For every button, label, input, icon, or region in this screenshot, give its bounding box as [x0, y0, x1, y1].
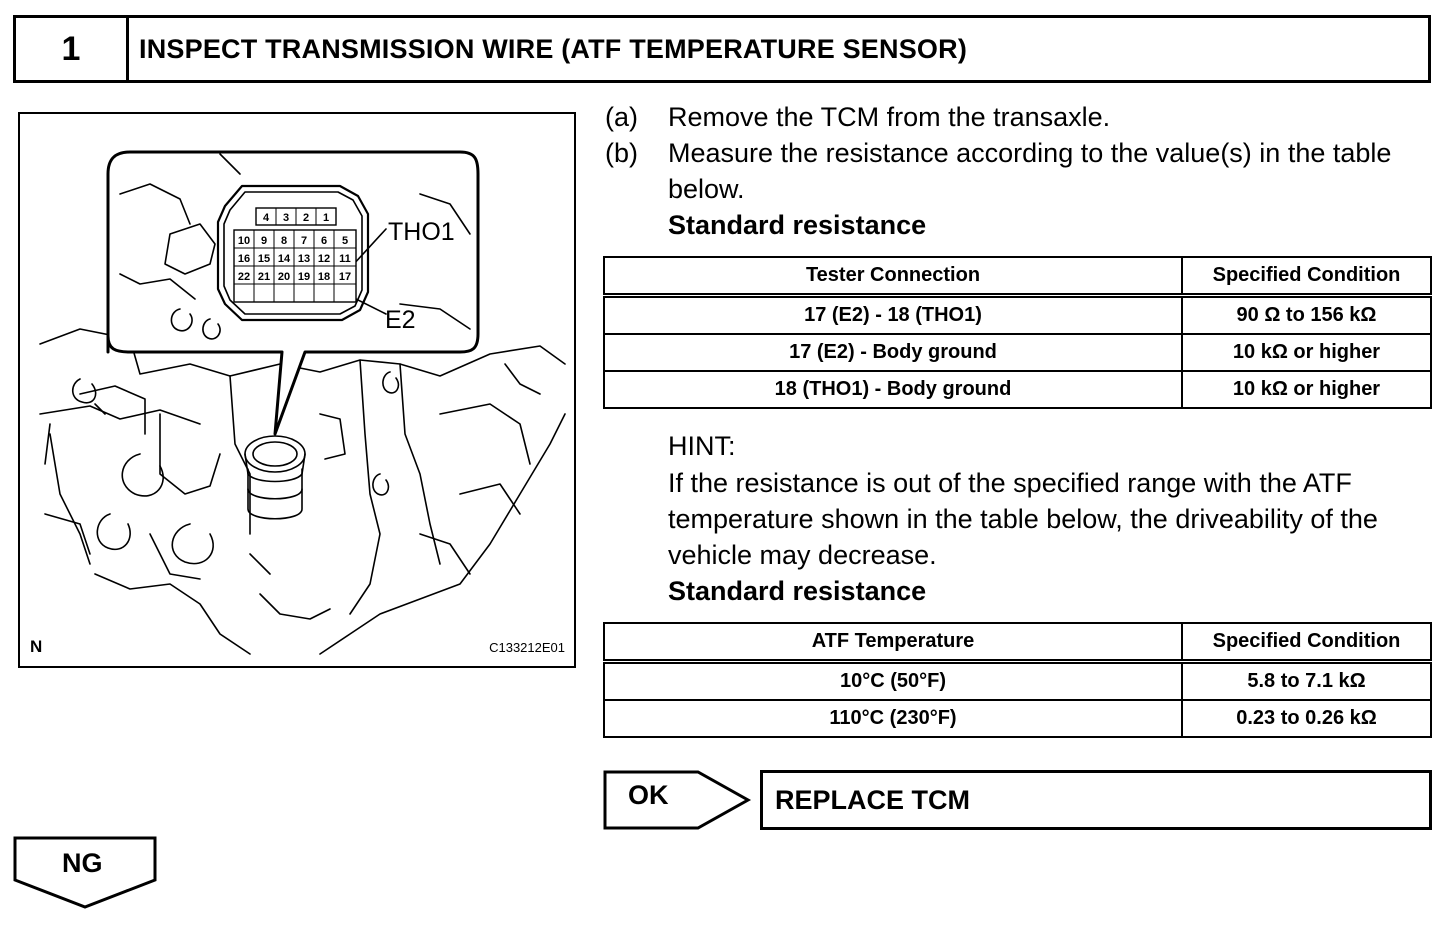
- step-number: 1: [16, 18, 129, 80]
- pin-19: 19: [298, 271, 310, 283]
- step-title: INSPECT TRANSMISSION WIRE (ATF TEMPERATU…: [139, 33, 968, 64]
- table-header: Specified Condition: [1181, 622, 1432, 664]
- table-header-row: ATF Temperature Specified Condition: [603, 622, 1432, 664]
- table-cell: 10 kΩ or higher: [1181, 370, 1432, 409]
- ok-arrow-icon: [603, 770, 752, 830]
- table-cell: 17 (E2) - Body ground: [603, 333, 1183, 372]
- transaxle-drawing: 4 3 2 1 10 9 8 7 6 5 16 15 14: [39, 150, 566, 655]
- pin-12: 12: [318, 253, 330, 265]
- pin-2: 2: [303, 212, 309, 224]
- table-header: ATF Temperature: [603, 622, 1183, 664]
- pin-16: 16: [238, 253, 250, 265]
- table-cell: 17 (E2) - 18 (THO1): [603, 294, 1183, 335]
- table-row: 17 (E2) - 18 (THO1) 90 Ω to 156 kΩ: [603, 294, 1432, 335]
- label-tho1: THO1: [388, 218, 455, 246]
- pin-4: 4: [263, 212, 270, 224]
- pin-9: 9: [261, 235, 267, 247]
- ok-label: OK: [628, 780, 669, 810]
- step-b-letter: (b): [605, 138, 638, 168]
- step-b-text: Measure the resistance according to the …: [668, 138, 1392, 204]
- hint-label: HINT:: [668, 431, 736, 461]
- step-a-text: Remove the TCM from the transaxle.: [668, 102, 1111, 132]
- pin-13: 13: [298, 253, 310, 265]
- pin-15: 15: [258, 253, 270, 265]
- table-header: Specified Condition: [1181, 256, 1432, 298]
- resistance-table: Tester Connection Specified Condition 17…: [603, 256, 1432, 409]
- ng-arrow-icon: [13, 836, 157, 909]
- table-cell: 0.23 to 0.26 kΩ: [1181, 699, 1432, 738]
- table-cell: 5.8 to 7.1 kΩ: [1181, 660, 1432, 701]
- table-cell: 90 Ω to 156 kΩ: [1181, 294, 1432, 335]
- pin-22: 22: [238, 271, 250, 283]
- table-row: 18 (THO1) - Body ground 10 kΩ or higher: [603, 370, 1432, 409]
- pin-6: 6: [321, 235, 327, 247]
- table-cell: 10 kΩ or higher: [1181, 333, 1432, 372]
- connector-pin-grid: 4 3 2 1 10 9 8 7 6 5 16 15 14: [233, 207, 357, 303]
- orientation-mark: N: [30, 637, 43, 656]
- pin-21: 21: [258, 271, 270, 283]
- pin-1: 1: [323, 212, 329, 224]
- ok-result-box: REPLACE TCM: [760, 770, 1432, 830]
- label-e2: E2: [385, 306, 416, 334]
- table-cell: 18 (THO1) - Body ground: [603, 370, 1183, 409]
- hint-text: If the resistance is out of the specifie…: [668, 468, 1378, 570]
- pin-8: 8: [281, 235, 287, 247]
- table2-heading: Standard resistance: [668, 576, 927, 606]
- step-header: 1 INSPECT TRANSMISSION WIRE (ATF TEMPERA…: [13, 15, 1431, 83]
- table-header-row: Tester Connection Specified Condition: [603, 256, 1432, 298]
- table-cell: 110°C (230°F): [603, 699, 1183, 738]
- pin-14: 14: [278, 253, 291, 265]
- temperature-table: ATF Temperature Specified Condition 10°C…: [603, 622, 1432, 738]
- pin-7: 7: [301, 235, 307, 247]
- pin-11: 11: [339, 253, 351, 265]
- pin-3: 3: [283, 212, 289, 224]
- pin-18: 18: [318, 271, 330, 283]
- table-row: 110°C (230°F) 0.23 to 0.26 kΩ: [603, 699, 1432, 738]
- pin-20: 20: [278, 271, 290, 283]
- connector-illustration: 4 3 2 1 10 9 8 7 6 5 16 15 14: [18, 112, 576, 668]
- table1-heading: Standard resistance: [668, 210, 927, 240]
- pin-5: 5: [342, 235, 348, 247]
- ng-label: NG: [62, 848, 103, 878]
- pin-10: 10: [238, 235, 250, 247]
- step-a-letter: (a): [605, 102, 638, 132]
- table-header: Tester Connection: [603, 256, 1183, 298]
- table-cell: 10°C (50°F): [603, 660, 1183, 701]
- table-row: 17 (E2) - Body ground 10 kΩ or higher: [603, 333, 1432, 372]
- table-row: 10°C (50°F) 5.8 to 7.1 kΩ: [603, 660, 1432, 701]
- figure-code: C133212E01: [489, 640, 565, 655]
- pin-17: 17: [339, 271, 351, 283]
